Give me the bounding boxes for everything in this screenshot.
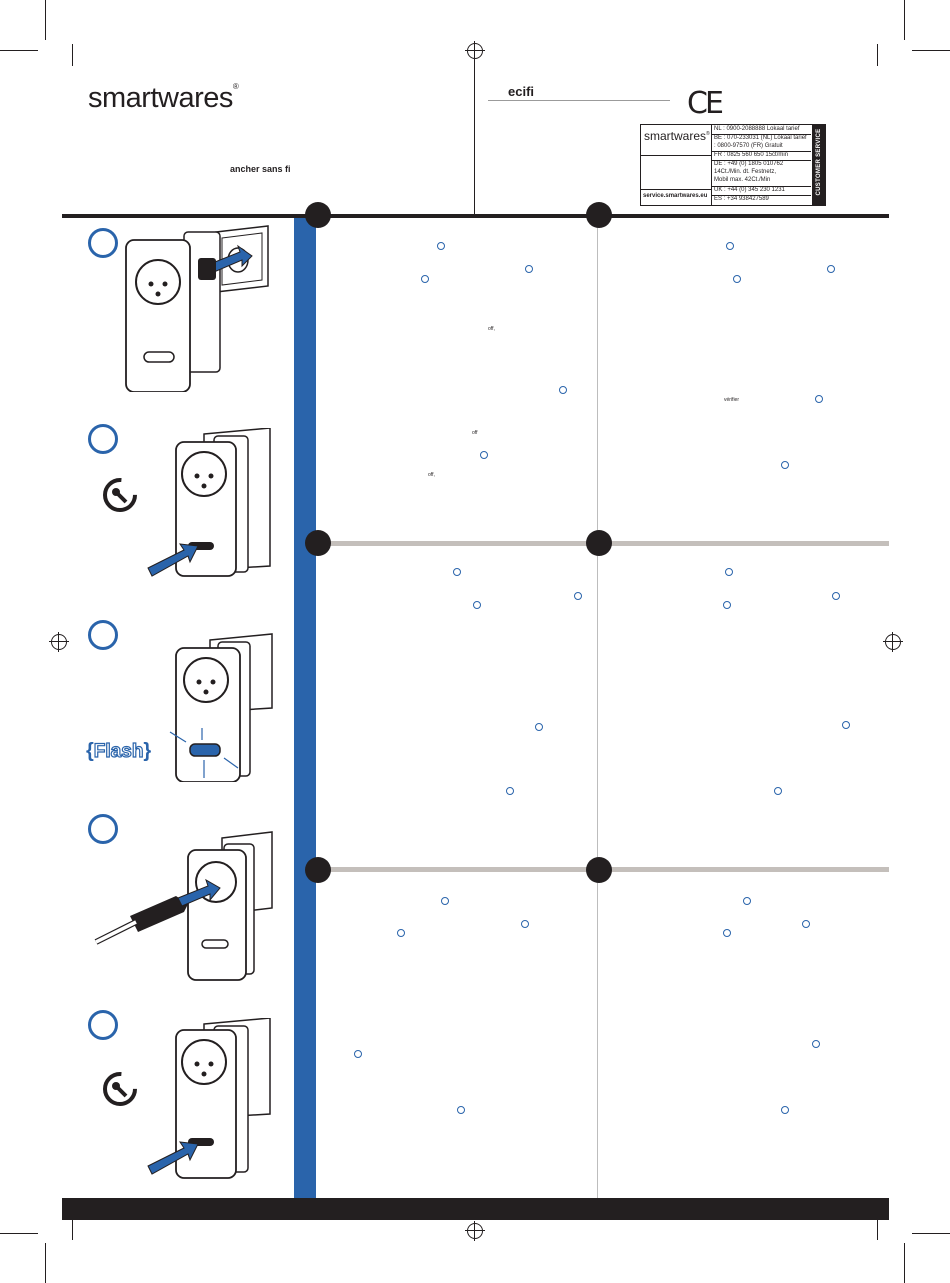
cs-row: FR : 0825 560 650 15ct/min bbox=[714, 152, 789, 158]
step-ref-icon bbox=[774, 787, 782, 795]
step-ref-icon bbox=[453, 568, 461, 576]
crop-mark bbox=[45, 1243, 46, 1283]
step-ref-icon bbox=[354, 1050, 362, 1058]
column-divider bbox=[597, 218, 598, 1198]
cs-url: service.smartwares.eu bbox=[643, 193, 708, 199]
crop-mark bbox=[904, 0, 905, 40]
press-button-illustration bbox=[147, 428, 271, 577]
step-ref-icon bbox=[827, 265, 835, 273]
registration-mark-icon bbox=[49, 632, 69, 652]
step-ref-icon bbox=[723, 929, 731, 937]
cs-row: UK : +44 (0) 345 230 1231 bbox=[714, 187, 785, 193]
customer-service-box: smartwares® service.smartwares.eu NL : 0… bbox=[640, 124, 826, 206]
flash-label: {Flash} bbox=[86, 740, 152, 763]
timer-icon bbox=[103, 1072, 137, 1106]
section-band bbox=[598, 541, 889, 546]
step-ref-icon bbox=[521, 920, 529, 928]
crop-mark bbox=[877, 44, 878, 66]
step-ref-icon bbox=[525, 265, 533, 273]
section-band bbox=[598, 867, 889, 872]
section-marker-icon bbox=[305, 857, 331, 883]
flash-illustration bbox=[169, 633, 273, 782]
timer-icon bbox=[103, 478, 137, 512]
step-ref-icon bbox=[726, 242, 734, 250]
ce-mark: CE bbox=[687, 86, 724, 121]
plug-in-illustration bbox=[125, 225, 269, 392]
step-ref-icon bbox=[480, 451, 488, 459]
step-ref-icon bbox=[441, 897, 449, 905]
step-ref-icon bbox=[506, 787, 514, 795]
top-rule bbox=[62, 214, 889, 218]
step-ref-icon bbox=[457, 1106, 465, 1114]
inline-word: off bbox=[472, 430, 478, 436]
cs-side-label: CUSTOMER SERVICE bbox=[812, 125, 825, 205]
step-ref-icon bbox=[832, 592, 840, 600]
title-rule bbox=[488, 100, 670, 101]
cs-brand: smartwares® bbox=[644, 129, 710, 143]
cs-row: : 0800-97570 (FR) Gratuit bbox=[714, 143, 783, 149]
section-marker-icon bbox=[305, 202, 331, 228]
crop-mark bbox=[72, 1218, 73, 1240]
step-ref-icon bbox=[812, 1040, 820, 1048]
step-ref-icon bbox=[397, 929, 405, 937]
brand-logo: smartwares® bbox=[88, 82, 239, 114]
step-circle-icon bbox=[88, 814, 118, 844]
section-marker-icon bbox=[586, 857, 612, 883]
step-ref-icon bbox=[574, 592, 582, 600]
crop-mark bbox=[912, 1233, 950, 1234]
crop-mark bbox=[0, 1233, 38, 1234]
bottom-bar bbox=[62, 1198, 889, 1220]
cs-row: 14Ct./Min. dt. Festnetz, bbox=[714, 169, 777, 175]
cs-row: Mobil max. 42Ct./Min bbox=[714, 177, 771, 183]
section-marker-icon bbox=[305, 530, 331, 556]
step-ref-icon bbox=[802, 920, 810, 928]
step-ref-icon bbox=[781, 1106, 789, 1114]
header-divider bbox=[474, 50, 475, 214]
registration-mark-icon bbox=[465, 1221, 485, 1241]
crop-mark bbox=[904, 1243, 905, 1283]
crop-mark bbox=[0, 50, 38, 51]
step-ref-icon bbox=[421, 275, 429, 283]
crop-mark bbox=[72, 44, 73, 66]
inline-word: off, bbox=[428, 472, 435, 478]
crop-mark bbox=[45, 0, 46, 40]
inline-word: off, bbox=[488, 326, 495, 332]
step-ref-icon bbox=[842, 721, 850, 729]
section-title: ecifi bbox=[508, 84, 535, 99]
step-circle-icon bbox=[88, 1010, 118, 1040]
inline-word: vérifier bbox=[724, 397, 740, 403]
section-band bbox=[316, 867, 597, 872]
blue-side-bar bbox=[294, 218, 316, 1198]
crop-mark bbox=[912, 50, 950, 51]
press-button-illustration bbox=[147, 1018, 271, 1179]
step-circle-icon bbox=[88, 620, 118, 650]
crop-mark bbox=[877, 1218, 878, 1240]
step-ref-icon bbox=[473, 601, 481, 609]
step-ref-icon bbox=[723, 601, 731, 609]
cs-row: DE : +49 (0) 1805 010762 bbox=[714, 161, 784, 167]
registration-mark-icon bbox=[465, 41, 485, 61]
cs-row: BE : 070-233031 (NL) Lokaal tarief bbox=[714, 135, 807, 141]
step-circle-icon bbox=[88, 228, 118, 258]
cs-row: NL : 0900-2088888 Lokaal tarief bbox=[714, 126, 800, 132]
step-circle-icon bbox=[88, 424, 118, 454]
cs-row: ES : +34 938427589 bbox=[714, 196, 769, 202]
step-ref-icon bbox=[781, 461, 789, 469]
step-ref-icon bbox=[743, 897, 751, 905]
appliance-plug-illustration bbox=[94, 831, 273, 981]
section-marker-icon bbox=[586, 530, 612, 556]
section-marker-icon bbox=[586, 202, 612, 228]
subtitle: ancher sans fi bbox=[230, 164, 291, 174]
step-ref-icon bbox=[535, 723, 543, 731]
section-band bbox=[316, 541, 597, 546]
step-ref-icon bbox=[815, 395, 823, 403]
step-ref-icon bbox=[437, 242, 445, 250]
registration-mark-icon bbox=[883, 632, 903, 652]
step-ref-icon bbox=[725, 568, 733, 576]
step-ref-icon bbox=[733, 275, 741, 283]
step-ref-icon bbox=[559, 386, 567, 394]
